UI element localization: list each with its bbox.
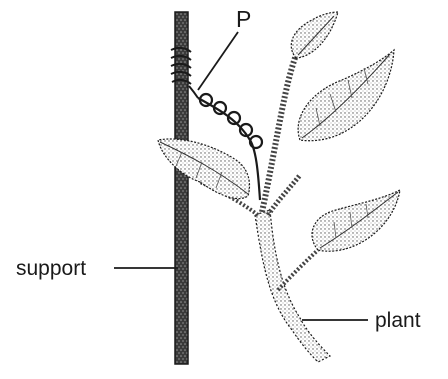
leaf-lower-right [312, 190, 400, 251]
plant-label: plant [375, 310, 421, 331]
leaf-left [158, 139, 250, 199]
p-leader-line [198, 32, 238, 90]
part-p-label: P [236, 8, 251, 31]
leaf-upper-right [298, 50, 394, 141]
leaf-top [291, 12, 338, 58]
support-label: support [16, 258, 86, 279]
